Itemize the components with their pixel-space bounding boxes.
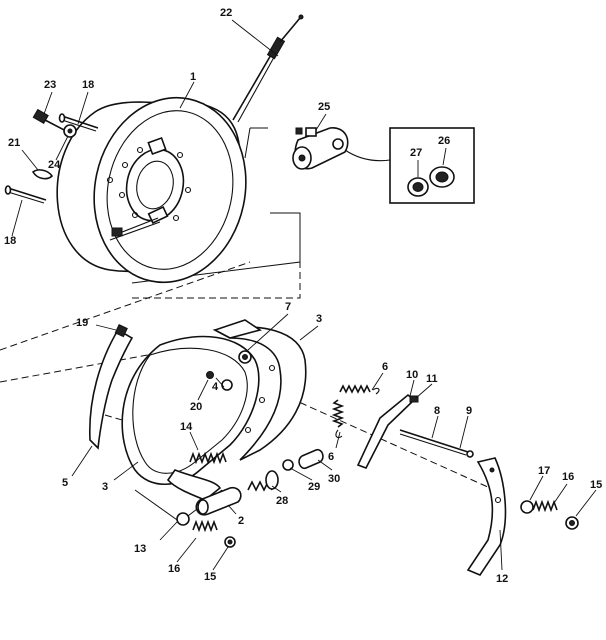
- label-part-8: 8: [434, 405, 440, 417]
- label-part-27: 27: [410, 147, 422, 159]
- label-part-30: 30: [328, 473, 340, 485]
- label-part-5: 5: [62, 477, 68, 489]
- left-hold-down-kit: [176, 512, 236, 548]
- label-part-11: 11: [426, 373, 438, 385]
- label-part-18-top: 18: [82, 79, 94, 91]
- label-part-16-left: 16: [168, 563, 180, 575]
- top-left-hardware: [4, 108, 99, 204]
- label-part-9: 9: [466, 405, 472, 417]
- assembly-guide-lines: [0, 127, 491, 523]
- label-part-29: 29: [308, 481, 320, 493]
- brake-cable: [232, 14, 304, 123]
- adjuster-clip: [88, 324, 134, 450]
- label-part-1: 1: [190, 71, 196, 83]
- label-part-14: 14: [180, 421, 193, 433]
- label-part-3-bottom: 3: [102, 481, 108, 493]
- label-part-18-bottom: 18: [4, 235, 16, 247]
- label-part-20: 20: [190, 401, 202, 413]
- label-part-15-right: 15: [590, 479, 602, 491]
- label-part-22: 22: [220, 7, 232, 19]
- adjuster-spring-14: [189, 451, 227, 465]
- label-part-2: 2: [238, 515, 244, 527]
- label-part-4: 4: [212, 381, 219, 393]
- label-part-21: 21: [8, 137, 20, 149]
- parking-brake-lever: [466, 457, 507, 576]
- adjuster-screw-assembly: [195, 448, 324, 516]
- adjuster-lever: [356, 393, 419, 469]
- label-part-13: 13: [134, 543, 146, 555]
- label-part-24: 24: [48, 159, 61, 171]
- label-part-25: 25: [318, 101, 330, 113]
- brake-shoes: [121, 319, 307, 501]
- label-part-19: 19: [76, 317, 88, 329]
- label-part-6-bottom: 6: [328, 451, 334, 463]
- label-part-15-left: 15: [204, 571, 216, 583]
- backing-plate-drum: [56, 96, 247, 284]
- part-number-labels: 1 22 23 18 21 24 18 25 26 27 7 3 19 20 4…: [4, 7, 602, 585]
- return-springs: [331, 384, 380, 439]
- label-part-28: 28: [276, 495, 288, 507]
- label-part-16-right: 16: [562, 471, 574, 483]
- label-part-6-top: 6: [382, 361, 388, 373]
- right-hold-down-kit: [520, 499, 579, 530]
- seal-kit-box: [389, 127, 475, 204]
- wheel-cylinder: [292, 127, 391, 170]
- label-part-3-top: 3: [316, 313, 322, 325]
- adjuster-rod: [399, 429, 474, 458]
- label-part-17: 17: [538, 465, 550, 477]
- label-part-12: 12: [496, 573, 508, 585]
- label-part-7: 7: [285, 301, 291, 313]
- leader-lines: [11, 19, 597, 571]
- label-part-10: 10: [406, 369, 418, 381]
- label-part-23: 23: [44, 79, 56, 91]
- label-part-26: 26: [438, 135, 450, 147]
